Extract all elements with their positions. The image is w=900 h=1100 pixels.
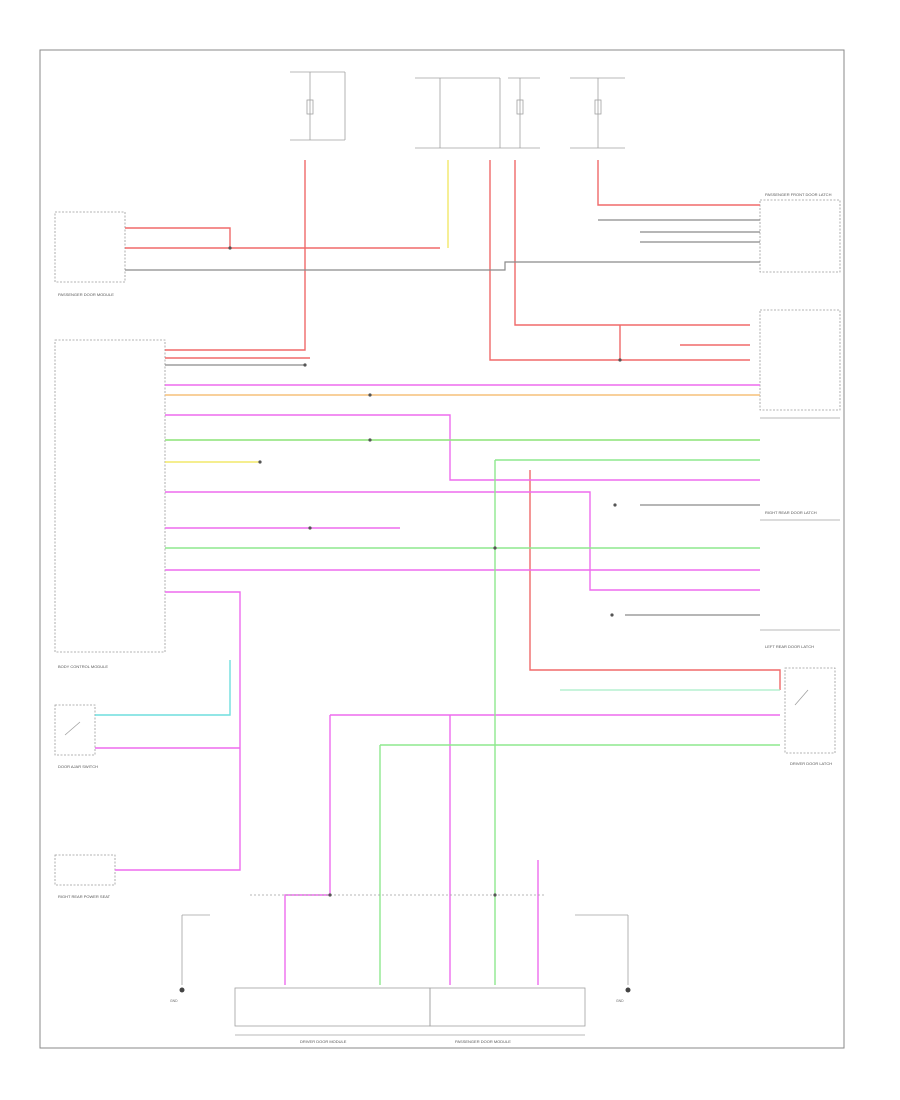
- right-middle-module-box: [759, 309, 841, 411]
- right-rear-door-latch-label: RIGHT REAR DOOR LATCH: [765, 510, 817, 515]
- fuse-icon: [516, 99, 524, 115]
- ground-wire-1: [125, 261, 760, 271]
- power-wire-10: [529, 470, 781, 690]
- body-control-module-label: BODY CONTROL MODULE: [58, 664, 108, 669]
- splice-dot-icon: [618, 358, 622, 362]
- fuse-feed-right: [570, 77, 625, 149]
- ground-left: [179, 914, 210, 993]
- splice-dot-icon: [493, 546, 497, 550]
- passenger-front-door-label: PASSENGER FRONT DOOR LATCH: [765, 192, 832, 197]
- body-control-module-box: [54, 339, 166, 653]
- diagram-frame: [39, 49, 845, 1049]
- fuse-feed-middle: [415, 77, 540, 149]
- ground-symbol-icon: [179, 987, 185, 993]
- splice-dot-icon: [228, 246, 232, 250]
- driver-door-latch-label: DRIVER DOOR LATCH: [790, 761, 832, 766]
- ground-symbol-icon: [625, 987, 631, 993]
- splice-dots: [228, 246, 622, 897]
- power-wire-1: [165, 160, 306, 351]
- splice-dot-icon: [303, 363, 307, 367]
- splice-dot-icon: [368, 438, 372, 442]
- power-wire-5: [514, 160, 750, 326]
- fuse-icon: [594, 99, 602, 115]
- passenger-door-module-box: [54, 211, 126, 283]
- left-rear-latch-box: [784, 667, 836, 754]
- passenger-door-module-label: PASSENGER DOOR MODULE: [58, 292, 114, 297]
- lock-wire-9: [284, 715, 331, 985]
- lock-wire-3: [165, 491, 760, 591]
- splice-dot-icon: [368, 393, 372, 397]
- door-ajar-switch-label: DOOR AJAR SWITCH: [58, 764, 98, 769]
- ground-left-label: GND: [170, 999, 178, 1003]
- power-wire-6: [597, 160, 760, 206]
- ajar-wire-1: [95, 660, 231, 716]
- lock-wire-6: [115, 591, 241, 871]
- power-wire-2: [125, 227, 231, 248]
- top-right-module-box: [759, 199, 841, 273]
- splice-dot-icon: [493, 893, 497, 897]
- driver-door-module-connector: [234, 987, 431, 1027]
- switch-icon: [64, 689, 809, 736]
- door-ajar-switch-box: [54, 704, 96, 756]
- splice-dot-icon: [258, 460, 262, 464]
- splice-dot-icon: [328, 893, 332, 897]
- splice-dot-icon: [308, 526, 312, 530]
- right-rear-sensor-label: RIGHT REAR POWER SEAT: [58, 894, 111, 899]
- fuse-icon: [306, 99, 314, 115]
- passenger-door-module-connector: [429, 987, 586, 1027]
- ground-right: [575, 914, 631, 993]
- lock-wire-2: [165, 414, 760, 481]
- ground-right-label: GND: [616, 999, 624, 1003]
- splice-dot-icon: [610, 613, 614, 617]
- driver-door-module-caption: DRIVER DOOR MODULE: [300, 1039, 347, 1044]
- fuse-feed-left: [290, 71, 346, 141]
- power-wire-4: [489, 160, 750, 361]
- passenger-door-module-caption: PASSENGER DOOR MODULE: [455, 1039, 511, 1044]
- right-rear-sensor-box: [54, 854, 116, 886]
- left-rear-door-latch-label: LEFT REAR DOOR LATCH: [765, 644, 814, 649]
- splice-dot-icon: [613, 503, 617, 507]
